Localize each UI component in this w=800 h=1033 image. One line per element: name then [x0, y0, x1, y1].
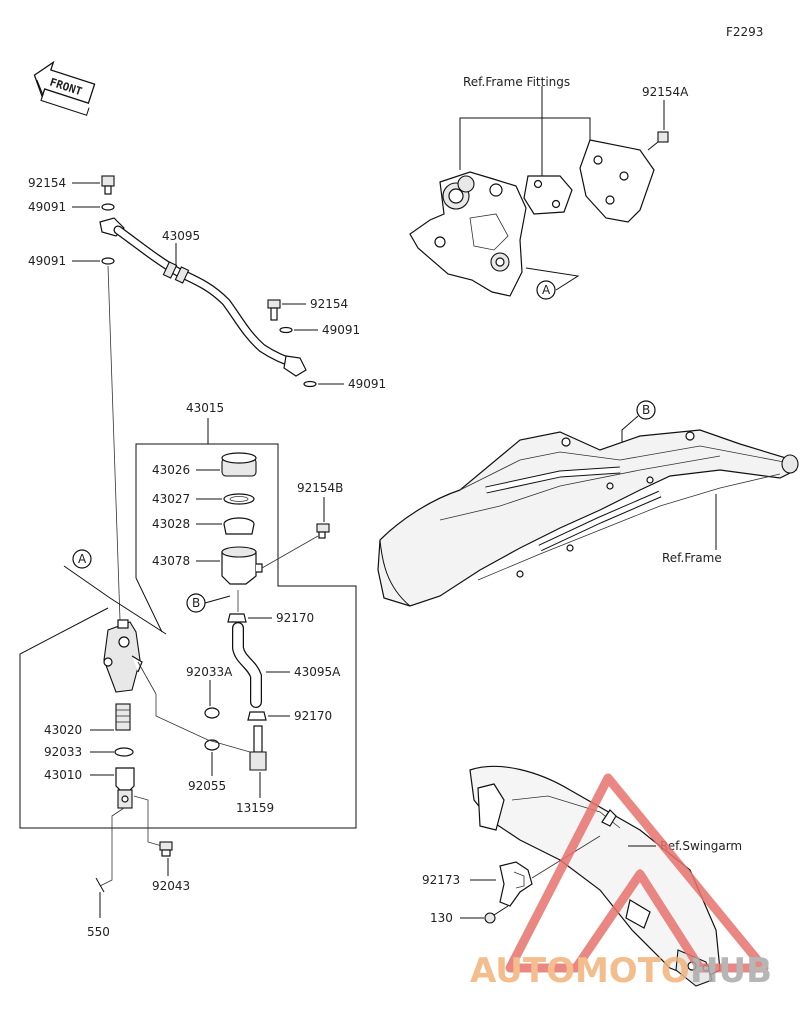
label-92154B: 92154B [297, 481, 343, 495]
washer-low [303, 380, 317, 388]
label-43020: 43020 [44, 723, 82, 737]
master-cylinder-body [103, 619, 143, 693]
hose-fitting-13159 [249, 725, 267, 771]
callout-b-frame-label: B [642, 403, 650, 417]
bracket-43015 [19, 443, 357, 829]
ref-frame: Ref.Frame [662, 551, 722, 565]
figure-code: F2293 [726, 25, 763, 39]
label-43026: 43026 [152, 463, 190, 477]
clevis-pin-92043 [159, 841, 173, 857]
label-43027: 43027 [152, 492, 190, 506]
banjo-bolt-mid [267, 299, 281, 321]
frame-small-plate [523, 175, 573, 215]
cap-plate [223, 493, 255, 505]
label-43015: 43015 [186, 401, 224, 415]
label-92055: 92055 [188, 779, 226, 793]
banjo-fitting-lower [283, 355, 307, 377]
label-43095: 43095 [162, 229, 200, 243]
label-49091-top: 49091 [28, 200, 66, 214]
circlip-92033A [204, 707, 220, 719]
label-92033: 92033 [44, 745, 82, 759]
ref-frame-fittings: Ref.Frame Fittings [463, 75, 570, 89]
rear-frame [377, 429, 799, 607]
label-92154A: 92154A [642, 85, 689, 99]
bolt-92154B [316, 523, 330, 539]
label-43028: 43028 [152, 517, 190, 531]
push-rod-43010 [115, 767, 135, 809]
label-92043: 92043 [152, 879, 190, 893]
hose-clamp-upper [227, 613, 247, 623]
reservoir-tank [221, 546, 263, 585]
label-92033A: 92033A [186, 665, 233, 679]
callout-a-top-label: A [542, 283, 551, 297]
callout-b-mc-label: B [192, 596, 200, 610]
label-92173: 92173 [422, 873, 460, 887]
ref-swingarm: Ref.Swingarm [660, 839, 742, 853]
label-49091-mid: 49091 [322, 323, 360, 337]
banjo-bolt-top [101, 175, 115, 195]
label-92170-b: 92170 [294, 709, 332, 723]
label-92170-a: 92170 [276, 611, 314, 625]
frame-bracket-plate [579, 139, 655, 223]
cotter-pin-550 [95, 877, 105, 893]
label-43010: 43010 [44, 768, 82, 782]
watermark-text-a: AUTOMOTO [470, 951, 690, 991]
washer-top [101, 203, 115, 211]
label-92154-top: 92154 [28, 176, 66, 190]
label-43095A: 43095A [294, 665, 341, 679]
label-49091-low: 49091 [348, 377, 386, 391]
washer-mid [279, 326, 293, 334]
front-arrow-icon: FRONT [33, 60, 96, 116]
hose-guide-92173 [499, 861, 533, 907]
washer-left [101, 257, 115, 265]
footrest-bracket [409, 171, 527, 297]
label-550: 550 [87, 925, 110, 939]
label-130: 130 [430, 911, 453, 925]
bolt-130 [484, 905, 509, 924]
hose-clamp-lower [247, 711, 267, 721]
diaphragm [223, 517, 255, 535]
callout-a-left [72, 549, 92, 569]
label-43078: 43078 [152, 554, 190, 568]
callout-a-left-label: A [78, 552, 87, 566]
callout-b-frame [636, 400, 656, 420]
watermark-logo: AUTOMOTO HUB [470, 773, 772, 991]
circlip-92033 [114, 747, 134, 757]
watermark-text-b: HUB [690, 951, 772, 991]
reservoir-cap [221, 452, 257, 477]
label-13159: 13159 [236, 801, 274, 815]
label-49091-left: 49091 [28, 254, 66, 268]
callout-a-top [536, 280, 556, 300]
label-92154-mid: 92154 [310, 297, 348, 311]
bolt-92154A [647, 131, 669, 151]
piston-43020 [115, 703, 131, 731]
swingarm [469, 765, 721, 987]
